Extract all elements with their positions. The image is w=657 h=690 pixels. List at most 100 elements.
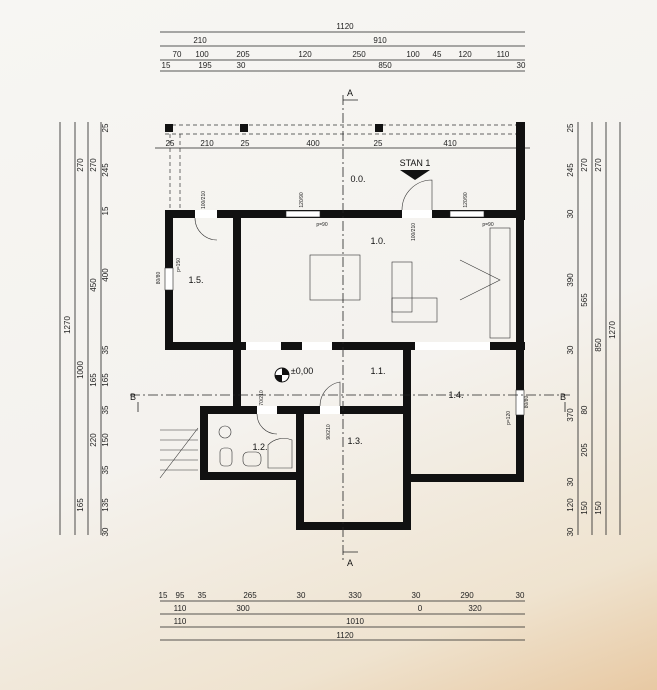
dimension-label: 70	[173, 50, 182, 59]
level-mark: ±0,00	[291, 366, 313, 376]
opening-annotation: 100/210	[201, 191, 207, 209]
dimension-label: 100	[195, 50, 209, 59]
dimension-label: 80	[580, 405, 589, 414]
dimension-label: 30	[566, 345, 575, 354]
dimension-label: 25	[241, 139, 250, 148]
dimension-label: 270	[89, 158, 98, 172]
furniture	[159, 227, 511, 479]
opening-annotation: 80/80	[524, 396, 530, 409]
terrace-outline	[165, 124, 525, 210]
dimension-label: 1120	[336, 631, 354, 640]
section-marker: B	[130, 392, 136, 402]
dimension-label: 195	[198, 61, 212, 70]
dimension-label: 400	[101, 268, 110, 282]
dimension-label: 35	[101, 465, 110, 474]
room-label: 1.0.	[370, 236, 385, 246]
dimension-label: 25	[101, 123, 110, 132]
dimension-label: 270	[580, 158, 589, 172]
dimension-label: 410	[443, 139, 457, 148]
dimension-label: 400	[306, 139, 320, 148]
dimension-label: 30	[237, 61, 246, 70]
dimension-label: 165	[89, 373, 98, 387]
room-label: 1.1.	[370, 366, 385, 376]
dimension-label: 220	[89, 433, 98, 447]
dimension-label: 120	[298, 50, 312, 59]
dimension-label: 250	[352, 50, 366, 59]
section-lines	[130, 95, 570, 560]
dimension-label: 15	[162, 61, 171, 70]
dimension-label: 565	[580, 293, 589, 307]
dimension-label: 25	[166, 139, 175, 148]
dimension-label: 30	[517, 61, 526, 70]
opening-annotation: p=120	[506, 411, 512, 425]
dimension-label: 290	[460, 591, 474, 600]
opening-annotation: p=150	[176, 258, 182, 272]
dimension-label: 265	[243, 591, 257, 600]
dimension-label: 330	[348, 591, 362, 600]
room-label: 1.4.	[448, 390, 463, 400]
dimension-label: 120	[566, 498, 575, 512]
dimension-label: 205	[236, 50, 250, 59]
dimension-label: 165	[76, 498, 85, 512]
dimension-label: 210	[193, 36, 207, 45]
section-marker: B	[560, 392, 566, 402]
dimension-label: 15	[159, 591, 168, 600]
dimension-label: 1270	[608, 321, 617, 339]
dimension-label: 1270	[63, 316, 72, 334]
unit-title: STAN 1	[400, 158, 431, 168]
opening-annotation: 70/210	[259, 390, 265, 406]
dimension-label: 15	[101, 206, 110, 215]
dimension-label: 245	[101, 163, 110, 177]
opening-annotation: p=90	[316, 222, 327, 228]
dimension-label: 30	[412, 591, 421, 600]
dimension-label: 30	[566, 477, 575, 486]
dimension-label: 110	[497, 50, 510, 59]
dimension-label: 100	[406, 50, 420, 59]
opening-annotation: 100/210	[411, 223, 417, 241]
room-label: 0.0.	[350, 174, 365, 184]
dimension-label: 110	[174, 604, 187, 613]
dimension-label: 120	[458, 50, 472, 59]
dimension-label: 1000	[76, 361, 85, 379]
dimension-label: 110	[174, 617, 187, 626]
dimension-label: 210	[200, 139, 214, 148]
dimension-label: 300	[236, 604, 250, 613]
openings	[164, 179, 525, 435]
section-marker: A	[347, 88, 353, 98]
dimension-label: 270	[76, 158, 85, 172]
dimension-label: 910	[373, 36, 387, 45]
opening-annotation: 80/80	[156, 272, 162, 285]
dimension-label: 30	[566, 527, 575, 536]
entrance-arrow-icon	[400, 170, 430, 180]
dimension-label: 245	[566, 163, 575, 177]
dimension-label: 35	[101, 405, 110, 414]
dimension-label: 450	[89, 278, 98, 292]
walls	[165, 122, 525, 530]
dimension-label: 390	[566, 273, 575, 287]
dimension-label: 205	[580, 443, 589, 457]
dimension-label: 30	[297, 591, 306, 600]
dimension-label: 150	[594, 501, 603, 515]
dimension-label: 0	[418, 604, 423, 613]
room-label: 1.3.	[347, 436, 362, 446]
dimension-label: 1010	[346, 617, 364, 626]
dimension-label: 165	[101, 373, 110, 387]
dimension-label: 320	[468, 604, 482, 613]
dimension-label: 45	[433, 50, 442, 59]
dimension-label: 30	[101, 527, 110, 536]
dimension-label: 95	[176, 591, 185, 600]
dimension-label: 35	[198, 591, 207, 600]
dimension-label: 30	[516, 591, 525, 600]
section-marker: A	[347, 558, 353, 568]
dimension-label: 135	[101, 498, 110, 512]
dimension-label: 370	[566, 408, 575, 422]
dimension-label: 25	[566, 123, 575, 132]
opening-annotation: 90/210	[326, 424, 332, 440]
dimension-label: 1120	[336, 22, 354, 31]
opening-annotation: 120/90	[463, 192, 469, 208]
dimension-label: 25	[374, 139, 383, 148]
dimension-label: 35	[101, 345, 110, 354]
room-label: 1.5.	[188, 275, 203, 285]
